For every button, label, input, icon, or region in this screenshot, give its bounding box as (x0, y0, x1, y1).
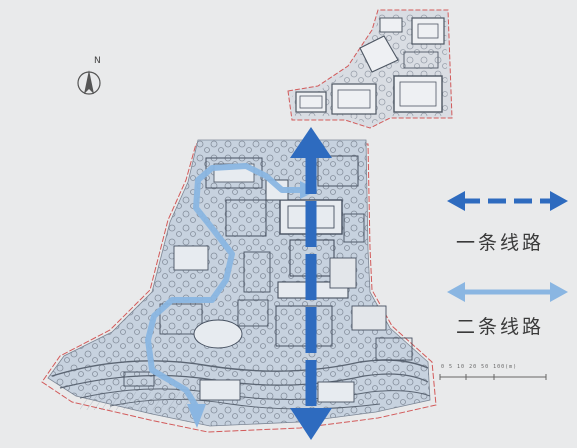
legend-route-one-label: 一条线路 (456, 232, 545, 254)
upper-site-plan (287, 9, 453, 129)
north-arrow-icon: N (77, 56, 101, 95)
legend-route-two-label: 二条线路 (456, 316, 545, 338)
main-site-plan (41, 139, 437, 433)
scale-bar-text: 0 5 10 20 50 100(m) (441, 364, 518, 370)
route-one-arrowhead-up (290, 127, 332, 158)
north-label: N (94, 56, 101, 66)
legend-route-one-symbol (447, 191, 568, 211)
route-one-arrowhead-down (290, 408, 332, 440)
route-two-path (145, 163, 307, 409)
scale-bar (439, 374, 547, 380)
legend-route-two-symbol (447, 282, 568, 302)
route-two-arrowhead (187, 404, 206, 428)
